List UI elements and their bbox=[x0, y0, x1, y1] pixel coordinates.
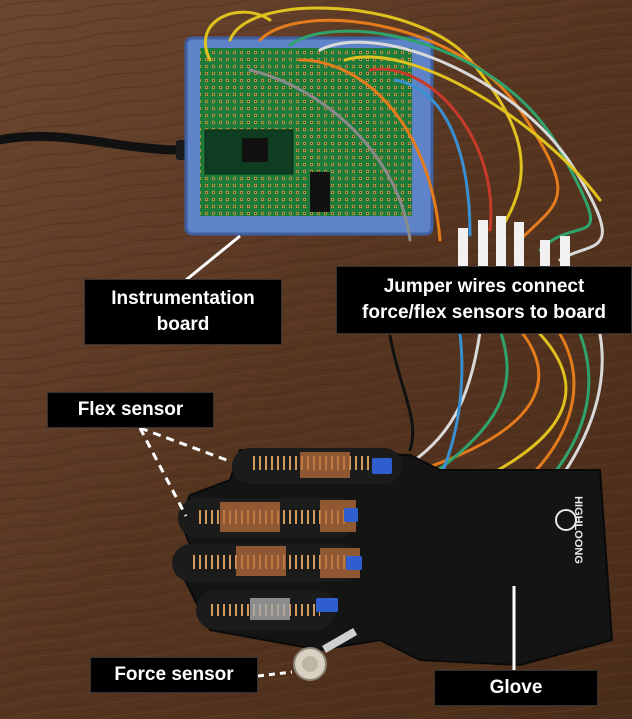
mcu-chip bbox=[242, 138, 268, 162]
force-leader bbox=[257, 670, 293, 678]
jumper-wires-label-line2: force/flex sensors to board bbox=[362, 302, 606, 323]
force-sensor-label: Force sensor bbox=[90, 657, 258, 693]
force-sensor bbox=[293, 628, 358, 681]
wire-connectors bbox=[458, 216, 570, 268]
instrumentation-board-label-line2: board bbox=[156, 314, 210, 335]
flex-leader-1 bbox=[139, 426, 233, 464]
flex-sensor-label-text: Flex sensor bbox=[77, 399, 184, 420]
flex-sensor-label: Flex sensor bbox=[47, 392, 214, 428]
jumper-wires-label: Jumper wires connect force/flex sensors … bbox=[336, 266, 632, 334]
force-sensor-label-text: Force sensor bbox=[114, 664, 234, 685]
flex-sensors bbox=[190, 452, 370, 620]
jumper-wires-label-line1: Jumper wires connect bbox=[383, 276, 585, 297]
leader-lines bbox=[138, 234, 516, 678]
flex-leader-2 bbox=[138, 427, 188, 517]
svg-text:HIGHLOONG: HIGHLOONG bbox=[572, 496, 584, 564]
glove-logo: HIGHLOONG bbox=[572, 496, 584, 564]
instrumentation-board-label-line1: Instrumentation bbox=[111, 288, 255, 309]
usb-cable bbox=[0, 131, 185, 155]
instrumentation-board-label: Instrumentation board bbox=[84, 279, 282, 345]
glove-logo-emblem bbox=[555, 509, 577, 531]
instrumentation-leader bbox=[185, 234, 241, 282]
jumper-wires bbox=[203, 6, 604, 602]
glove-label-text: Glove bbox=[489, 677, 543, 698]
glove-label: Glove bbox=[434, 670, 598, 706]
sensor-connectors bbox=[316, 458, 392, 612]
header-strip bbox=[310, 172, 330, 212]
